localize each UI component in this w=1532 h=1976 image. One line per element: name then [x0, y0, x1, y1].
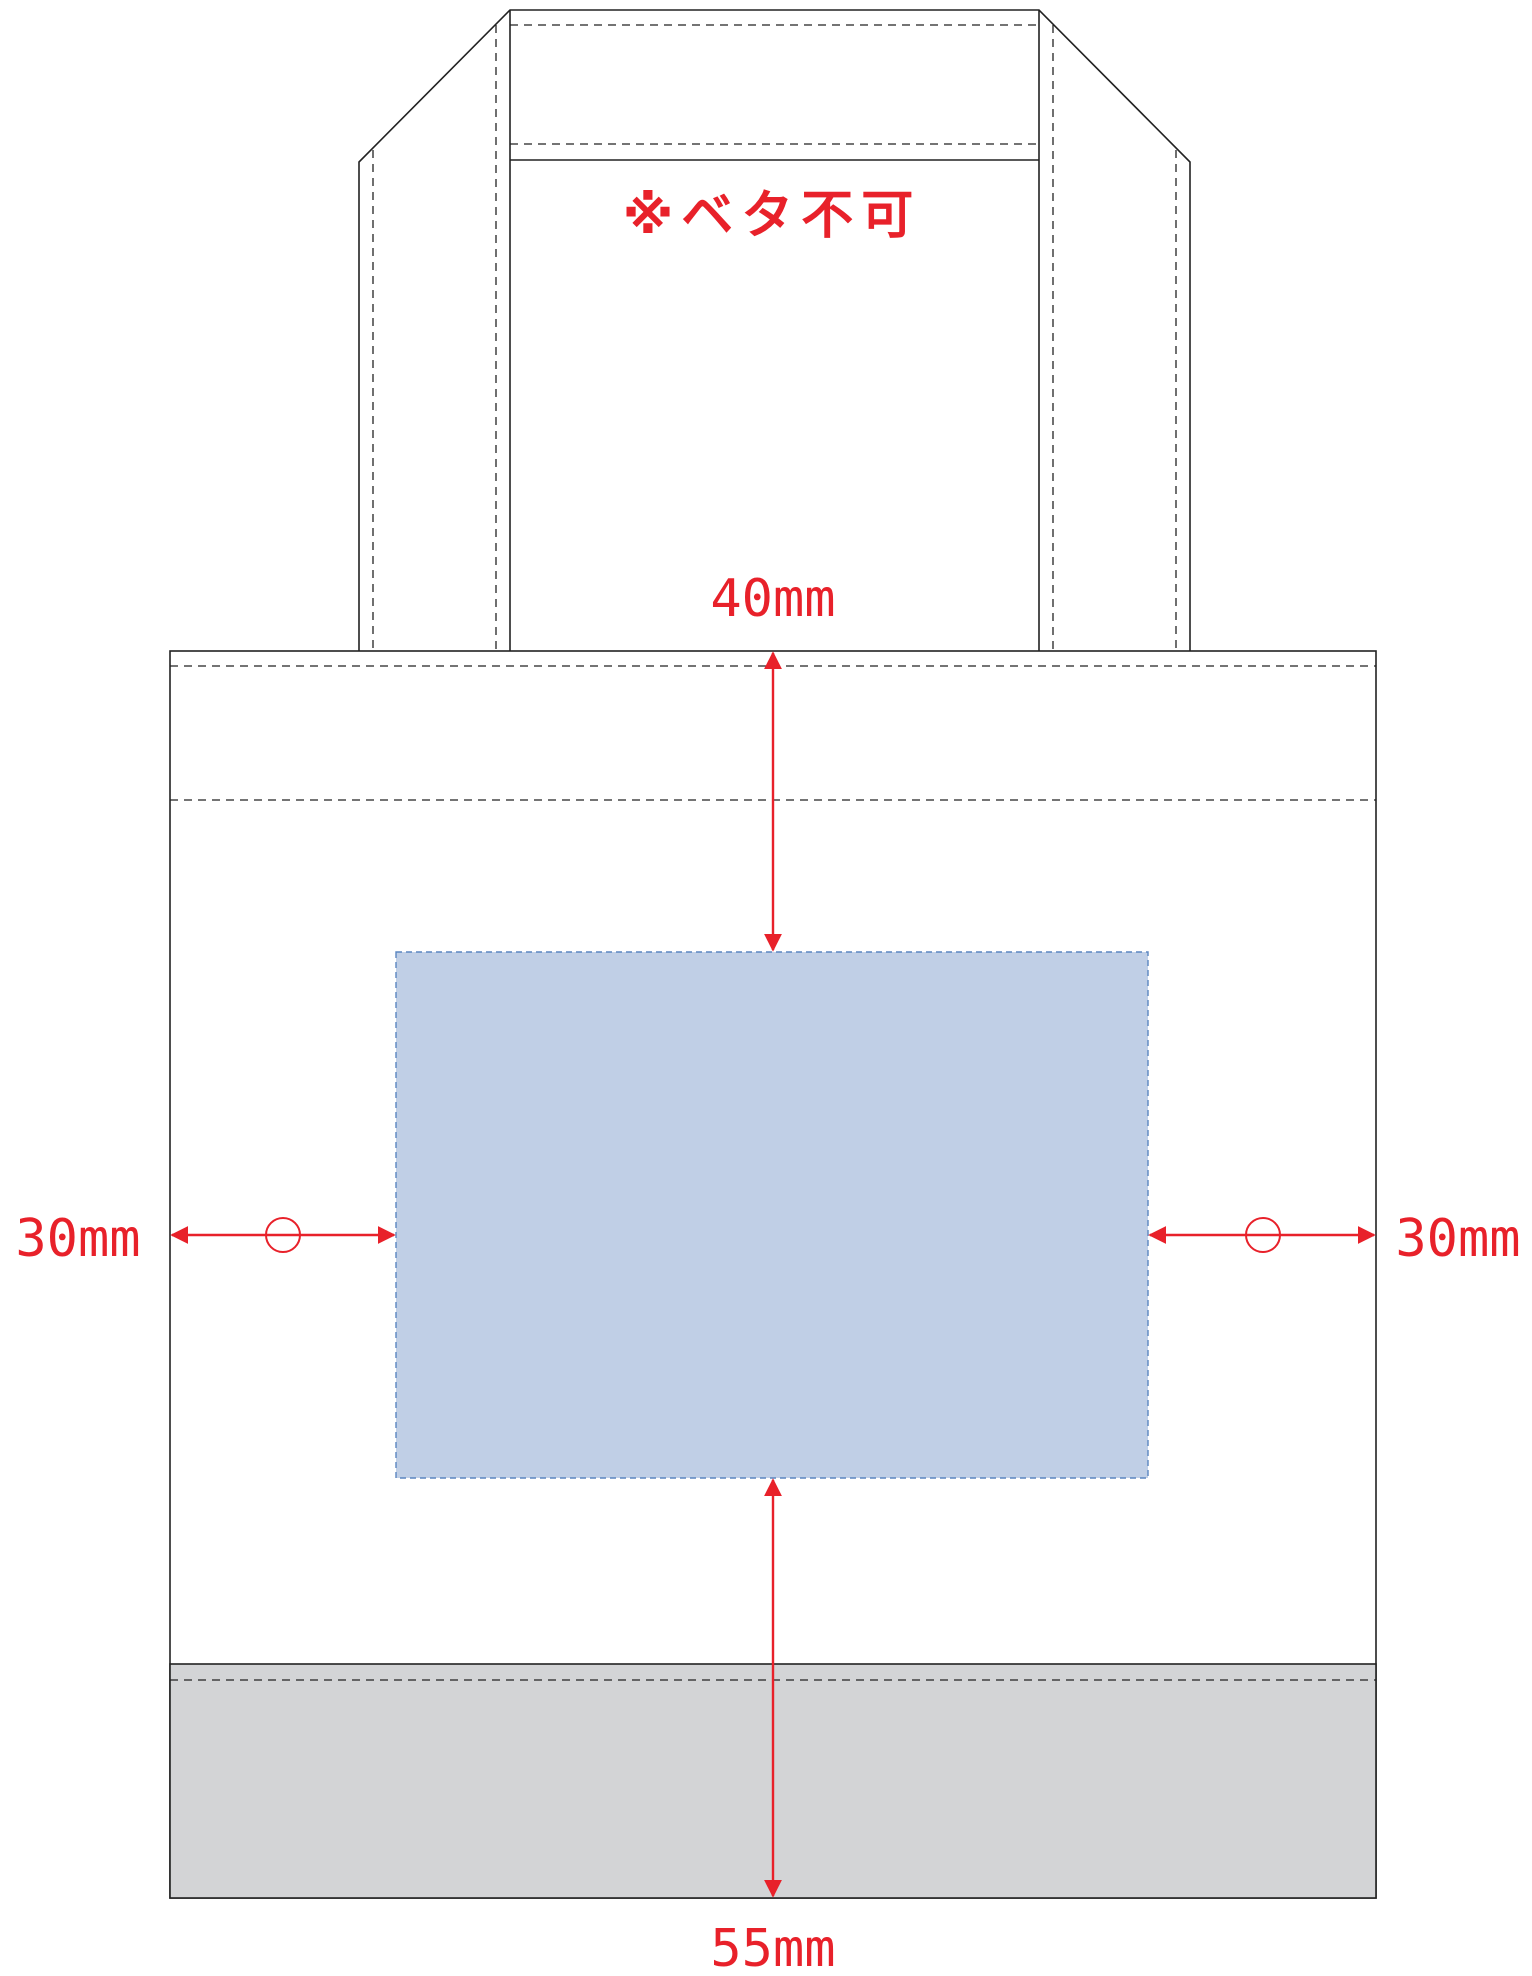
right-center-marker-icon: [1245, 1217, 1281, 1253]
bottom-dimension-label: 55mm: [710, 1919, 835, 1976]
right-dimension-label: 30mm: [1395, 1209, 1520, 1269]
handle: [358, 9, 1191, 651]
print-area: [395, 951, 1149, 1479]
top-dimension-label: 40mm: [710, 569, 835, 629]
dimension-arrows: [170, 651, 1376, 1898]
left-center-marker-icon: [265, 1217, 301, 1253]
left-dimension-label: 30mm: [15, 1209, 140, 1269]
note-text: ※ベタ不可: [623, 186, 922, 246]
